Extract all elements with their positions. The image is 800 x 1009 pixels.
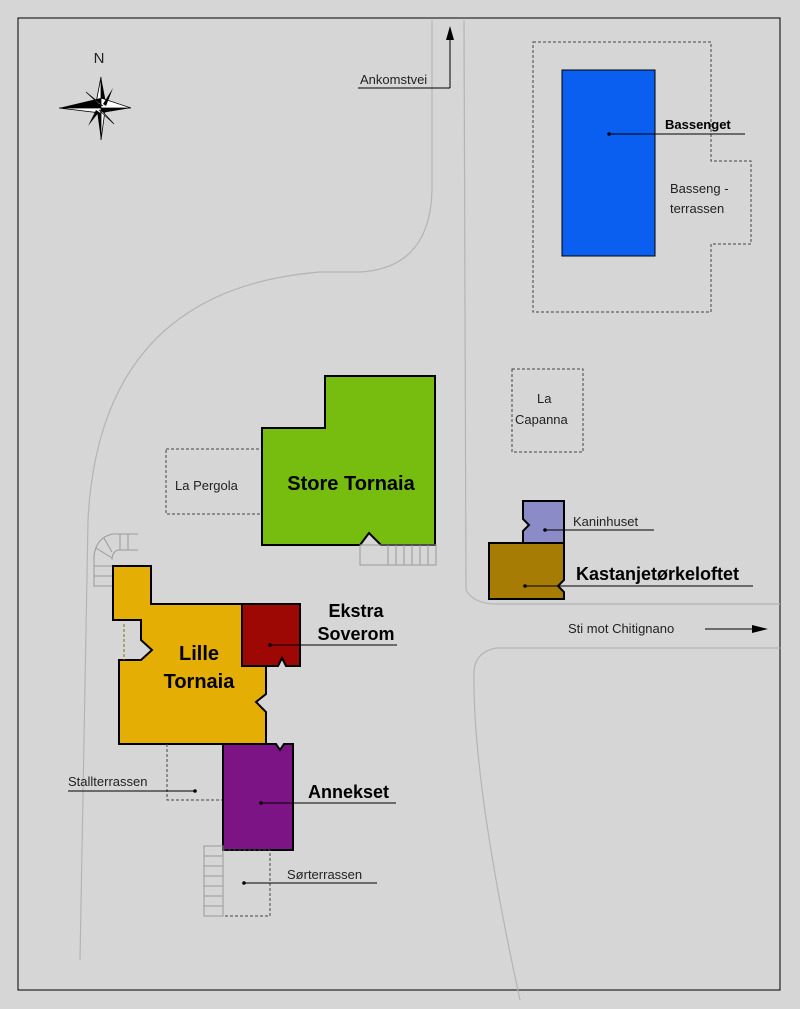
annekset-leader-dot (259, 801, 263, 805)
lille-tornaia-label-line2: Tornaia (164, 671, 236, 693)
pool (561, 69, 656, 257)
roads (79, 19, 780, 1001)
kastanjetorkeloftet-label: Kastanjetørkeloftet (576, 564, 739, 584)
road-edge-west (79, 20, 433, 961)
pool-terrace (532, 41, 752, 313)
lille-tornaia-label-line1: Lille (179, 643, 219, 665)
path-edge-north (465, 589, 780, 605)
ekstra-soverom-label-line1: Ekstra (328, 601, 384, 621)
pool-leader-dot (607, 132, 611, 136)
la-capanna-area (511, 368, 584, 453)
sorterrassen-steps (203, 845, 224, 917)
store-tornaia-label: Store Tornaia (287, 473, 415, 495)
path-chitignano-label: Sti mot Chitignano (568, 621, 674, 636)
store-tornaia-steps (359, 544, 437, 566)
kaninhuset-leader-dot (543, 528, 547, 532)
arrival-road-label: Ankomstvei (360, 72, 427, 87)
sorterrassen-leader-dot (242, 881, 246, 885)
kaninhuset-label: Kaninhuset (573, 514, 638, 529)
la-capanna-label-line1: La (537, 391, 552, 406)
sorterrassen-label: Sørterrassen (287, 867, 362, 882)
kastanjetorkeloftet-building (488, 542, 565, 600)
spiral-staircase (93, 533, 138, 587)
la-pergola-label: La Pergola (175, 478, 239, 493)
lille-tornaia-building (112, 565, 267, 745)
ekstra-soverom-leader-dot (268, 643, 272, 647)
annekset-label: Annekset (308, 782, 389, 802)
map-frame (17, 17, 781, 991)
stallterrassen-label: Stallterrassen (68, 774, 147, 789)
compass-north-label: N (94, 50, 105, 67)
la-pergola-area (165, 448, 264, 515)
stallterrassen-leader-dot (193, 789, 197, 793)
arrival-road-arrow-head (446, 26, 454, 40)
la-capanna-label-line2: Capanna (515, 412, 569, 427)
annekset-building (222, 743, 294, 851)
path-edge-south (473, 647, 780, 1001)
stallterrassen-area (166, 744, 222, 801)
pool-terrace-label-line1: Basseng - (670, 181, 729, 196)
store-tornaia-building (261, 375, 436, 546)
kastanjetorkeloftet-leader-dot (523, 584, 527, 588)
path-chitignano-arrow-head (752, 625, 768, 633)
road-edge-east-upper (463, 19, 467, 591)
ekstra-soverom-building (241, 603, 301, 667)
pool-label: Bassenget (665, 117, 731, 132)
compass-rose (58, 76, 132, 141)
pool-terrace-label-line2: terrassen (670, 201, 724, 216)
kaninhuset-building (522, 500, 565, 544)
ekstra-soverom-label-line2: Soverom (317, 624, 394, 644)
